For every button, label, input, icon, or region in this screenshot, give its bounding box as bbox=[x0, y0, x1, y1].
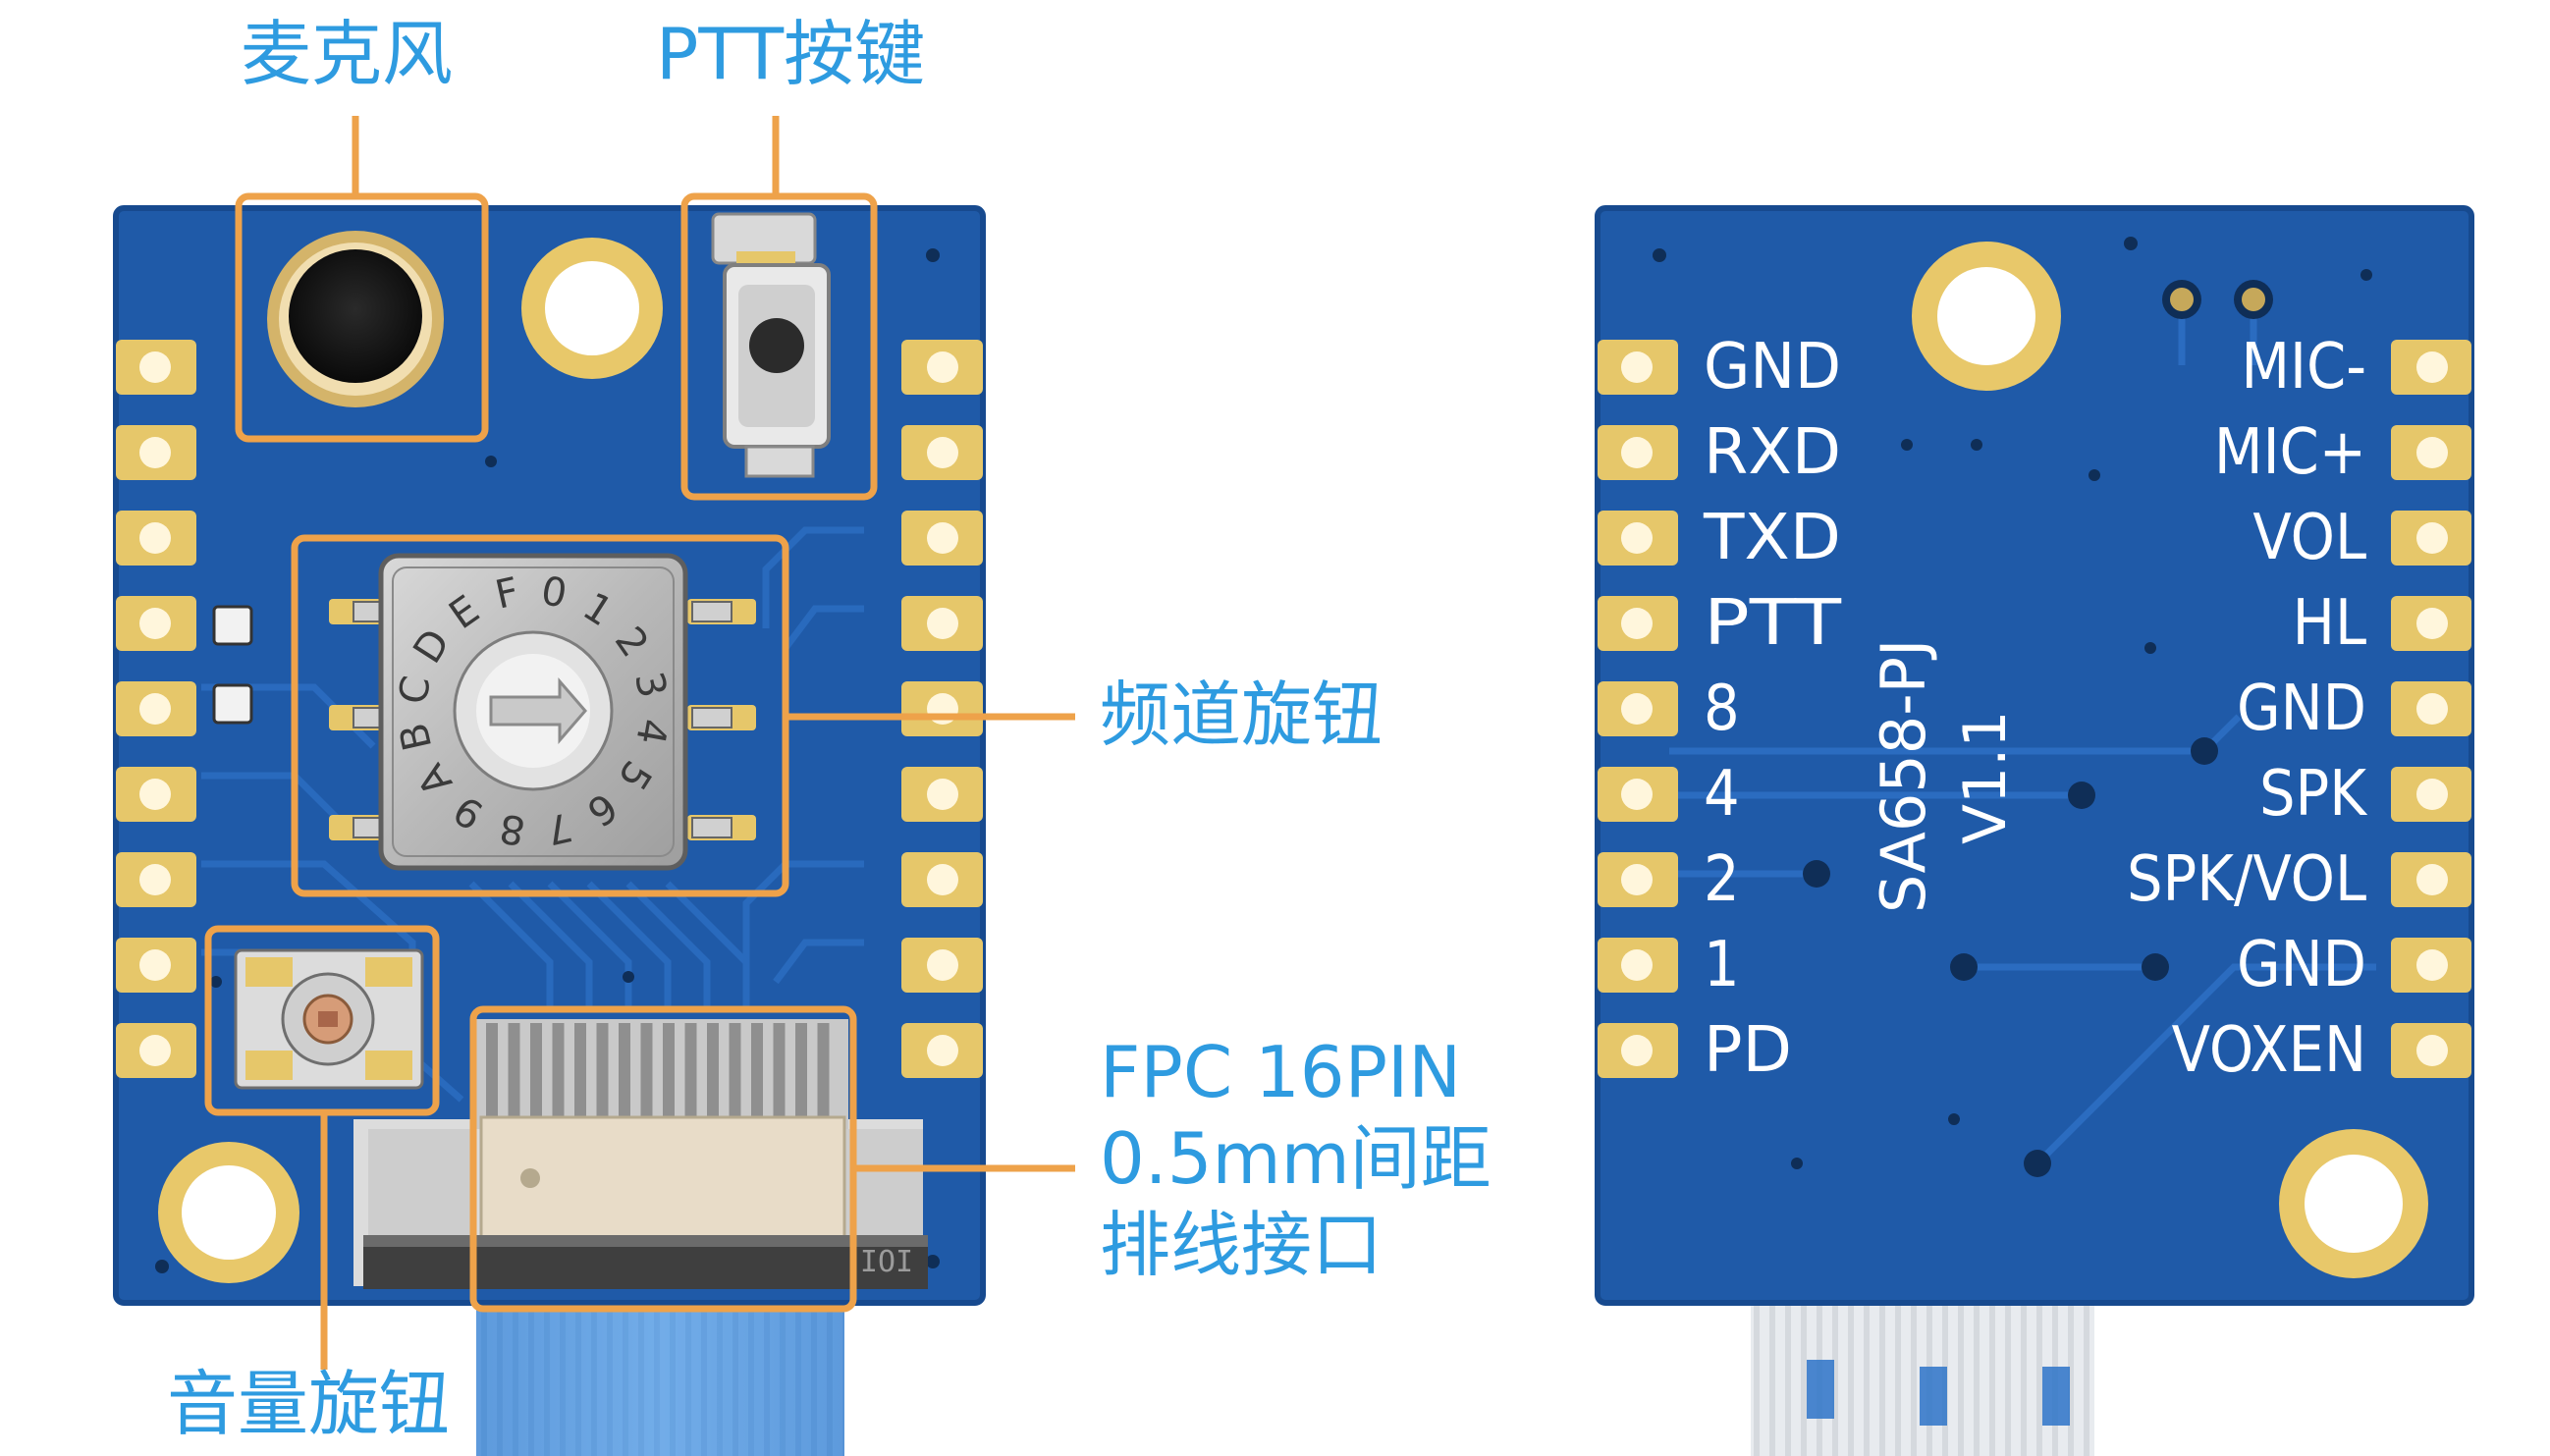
pin-label-right-2: MIC+ bbox=[2214, 416, 2366, 489]
callout-box-microphone bbox=[235, 192, 489, 443]
pin-label-right-4: HL bbox=[2293, 587, 2366, 660]
fpc-pin bbox=[640, 1023, 653, 1121]
fpc-pin bbox=[751, 1023, 763, 1121]
fpc-pin bbox=[596, 1023, 609, 1121]
label-microphone: 麦克风 bbox=[241, 13, 454, 95]
fpc-pin bbox=[486, 1023, 498, 1121]
fpc-pins bbox=[486, 1023, 830, 1121]
pin-label-right-9: VOXEN bbox=[2172, 1014, 2366, 1087]
pin-label-left-1: GND bbox=[1704, 331, 1841, 404]
microphone-component bbox=[267, 231, 444, 407]
fpc-pin bbox=[707, 1023, 719, 1121]
back-model-text: SA658-PJ V1.1 bbox=[1868, 639, 2020, 913]
pin-label-left-9: PD bbox=[1704, 1014, 1792, 1087]
back-vias bbox=[1653, 237, 2372, 1177]
pin-label-right-3: VOL bbox=[2252, 502, 2366, 574]
front-mount-hole-top bbox=[521, 238, 663, 379]
back-right-pads bbox=[2391, 340, 2471, 1078]
pin-label-right-6: SPK bbox=[2259, 758, 2367, 831]
fpc-pin bbox=[663, 1023, 675, 1121]
back-board: GND RXD TXD PTT 8 4 2 1 PD MIC- MIC+ VOL… bbox=[1595, 205, 2474, 1456]
pin-label-left-5: 8 bbox=[1704, 673, 1740, 745]
label-fpc-line3: 排线接口 bbox=[1100, 1204, 1384, 1286]
label-ptt-button: PTT按键 bbox=[656, 13, 926, 95]
fpc-pin bbox=[795, 1023, 807, 1121]
front-mount-hole-bottom bbox=[158, 1142, 299, 1283]
pin-label-right-7: SPK/VOL bbox=[2127, 843, 2366, 916]
pin-label-left-2: RXD bbox=[1704, 416, 1841, 489]
callout-box-fpc bbox=[469, 1005, 857, 1313]
pin-label-right-8: GND bbox=[2237, 929, 2366, 1001]
back-mount-hole-top bbox=[1912, 242, 2061, 391]
pin-label-left-8: 1 bbox=[1704, 929, 1740, 1001]
model-version: V1.1 bbox=[1951, 711, 2020, 844]
fpc-pin bbox=[508, 1023, 520, 1121]
svg-text:IOI: IOI bbox=[860, 1245, 913, 1279]
pin-label-left-6: 4 bbox=[1704, 758, 1740, 831]
volume-potentiometer bbox=[234, 948, 424, 1090]
label-volume-knob: 音量旋钮 bbox=[167, 1363, 451, 1445]
label-fpc-line1: FPC 16PIN bbox=[1100, 1031, 1462, 1113]
front-left-pads bbox=[116, 340, 196, 1078]
back-ribbon-cable bbox=[1751, 1303, 2094, 1456]
back-right-pin-labels: MIC- MIC+ VOL HL GND SPK SPK/VOL GND VOX… bbox=[2127, 331, 2367, 1087]
pin-label-right-5: GND bbox=[2237, 673, 2366, 745]
fpc-pin bbox=[574, 1023, 586, 1121]
pin-label-left-3: TXD bbox=[1703, 502, 1841, 574]
back-left-pin-labels: GND RXD TXD PTT 8 4 2 1 PD bbox=[1703, 331, 1842, 1087]
fpc-pin bbox=[684, 1023, 697, 1121]
fpc-pin bbox=[729, 1023, 741, 1121]
fpc-pin bbox=[817, 1023, 830, 1121]
label-channel-knob: 频道旋钮 bbox=[1100, 674, 1384, 756]
front-right-pads bbox=[901, 340, 983, 1078]
pin-label-left-7: 2 bbox=[1704, 843, 1740, 916]
pin-label-right-1: MIC- bbox=[2241, 331, 2366, 404]
fpc-pin bbox=[619, 1023, 630, 1121]
fpc-pin bbox=[552, 1023, 565, 1121]
label-fpc-line2: 0.5mm间距 bbox=[1100, 1117, 1492, 1200]
back-pcb bbox=[1598, 208, 2471, 1303]
pin-label-left-4: PTT bbox=[1704, 587, 1842, 660]
callout-lines bbox=[204, 116, 1075, 1370]
back-mount-hole-bottom bbox=[2279, 1129, 2428, 1278]
ptt-button-component bbox=[711, 212, 831, 478]
fpc-connector: IOI bbox=[353, 1019, 928, 1289]
model-name: SA658-PJ bbox=[1868, 639, 1939, 913]
fpc-pin bbox=[773, 1023, 786, 1121]
fpc-pin bbox=[530, 1023, 542, 1121]
